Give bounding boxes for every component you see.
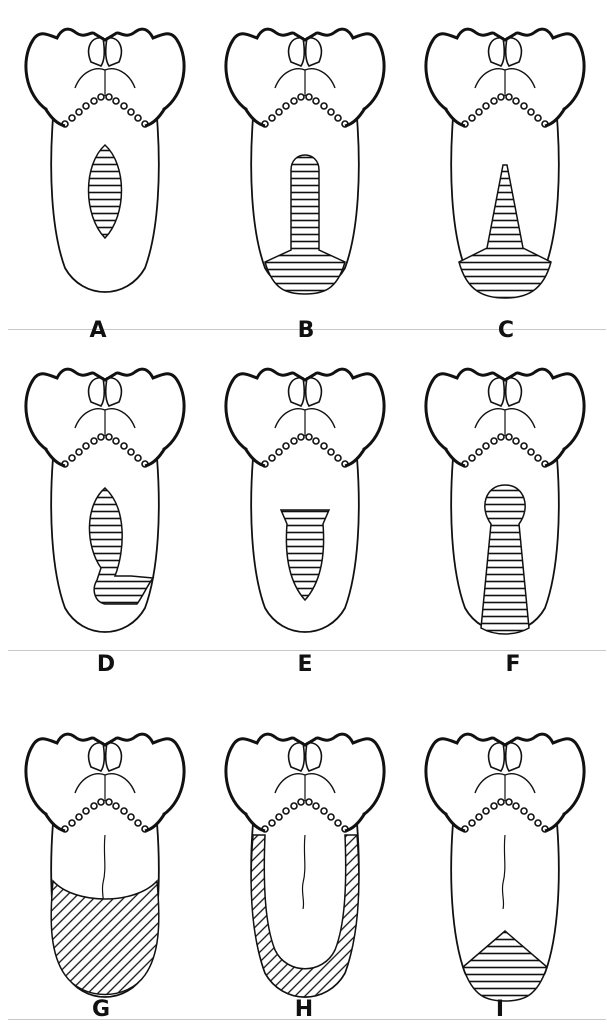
panel-a-label: A xyxy=(68,319,128,343)
row-2-divider xyxy=(8,650,606,651)
panel-c-drawing xyxy=(426,29,584,298)
panel-b-drawing xyxy=(226,29,384,294)
panel-d-label: D xyxy=(76,653,136,677)
panel-e-drawing xyxy=(226,369,384,632)
panel-g-shaded-region xyxy=(51,881,159,995)
panel-d-drawing xyxy=(26,369,184,632)
panel-g-label: G xyxy=(71,998,131,1022)
panel-i-shaded-region xyxy=(463,931,547,1001)
panel-a-drawing xyxy=(26,29,184,292)
panel-h-label: H xyxy=(274,998,334,1022)
panel-i-label: I xyxy=(470,998,530,1022)
panel-f-shaded-region xyxy=(481,485,529,634)
panel-d-shaded-region xyxy=(89,488,153,604)
panel-f-label: F xyxy=(483,653,543,677)
panel-i-drawing xyxy=(426,734,584,1001)
panel-g-drawing xyxy=(26,734,184,997)
panel-f-drawing xyxy=(426,369,584,634)
panel-c-shaded-region xyxy=(459,165,551,298)
panel-b-label: B xyxy=(276,319,336,343)
panel-h-drawing xyxy=(226,734,384,997)
panel-b-shaded-region xyxy=(265,155,345,294)
panel-a-shaded-region xyxy=(89,145,122,238)
panel-e-shaded-region xyxy=(281,510,329,600)
panel-e-label: E xyxy=(275,653,335,677)
panel-c-label: C xyxy=(476,319,536,343)
